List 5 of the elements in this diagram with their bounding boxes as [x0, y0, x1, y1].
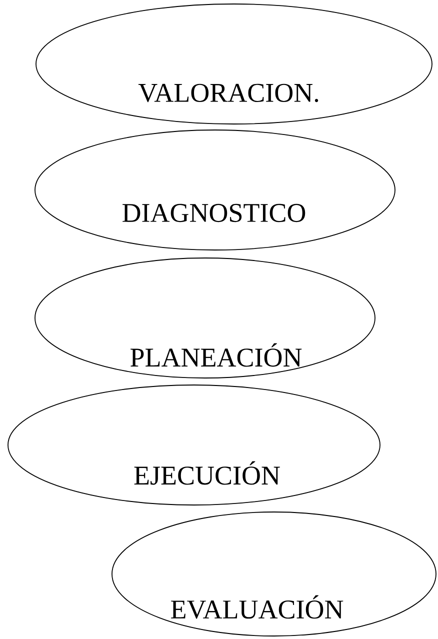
- ellipse-node: PLANEACIÓN: [34, 258, 376, 378]
- ellipse-node: DIAGNOSTICO: [34, 130, 396, 250]
- ellipse-node: EVALUACIÓN: [112, 512, 436, 636]
- ellipse-node: VALORACION.: [36, 4, 432, 124]
- ellipse-node: EJECUCIÓN: [8, 384, 380, 506]
